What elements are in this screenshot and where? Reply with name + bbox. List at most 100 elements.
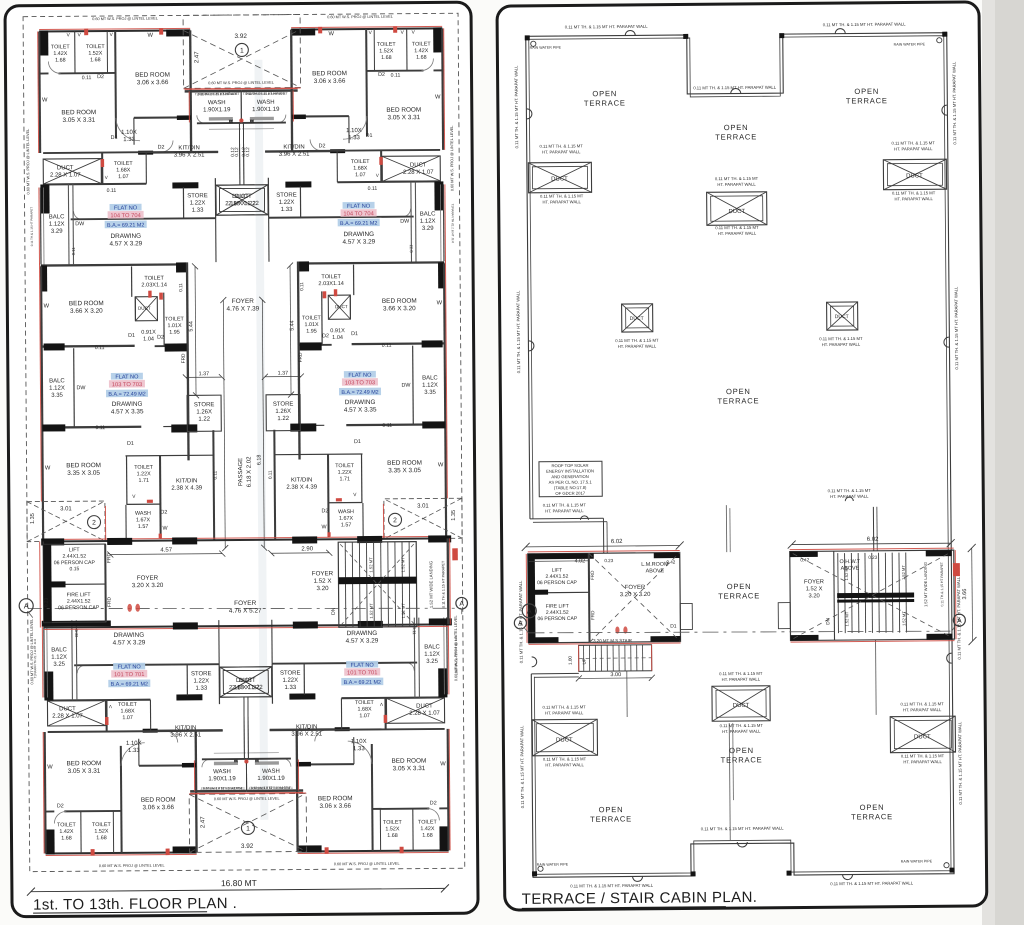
svg-text:0.23: 0.23 (44, 597, 50, 607)
svg-text:W: W (322, 524, 328, 530)
svg-text:FRD: FRD (590, 570, 595, 580)
svg-text:DRAWING: DRAWING (114, 632, 145, 639)
svg-text:0.11 MT TH. & 1.15 MT HT. PARA: 0.11 MT TH. & 1.15 MT HT. PARAPAT WALL (693, 85, 776, 91)
svg-text:0.11 MT TH. & 1.15 MT: 0.11 MT TH. & 1.15 MT (543, 502, 587, 507)
svg-text:1.57: 1.57 (341, 522, 352, 528)
svg-text:1.26X: 1.26X (196, 409, 212, 415)
svg-text:0.11: 0.11 (382, 423, 392, 429)
svg-text:2.28 X 1.07: 2.28 X 1.07 (50, 172, 81, 178)
svg-text:DUCT: DUCT (236, 678, 253, 684)
svg-text:1.10X: 1.10X (346, 128, 362, 134)
svg-text:FLAT NO: FLAT NO (347, 204, 371, 210)
svg-text:A: A (24, 601, 29, 610)
svg-text:ROOF TOP SOLAR: ROOF TOP SOLAR (551, 463, 588, 468)
svg-text:3.29: 3.29 (422, 226, 434, 232)
svg-text:W: W (438, 462, 444, 468)
svg-text:2.03X1.14: 2.03X1.14 (141, 282, 167, 288)
svg-text:1: 1 (246, 826, 250, 833)
svg-text:5.44: 5.44 (289, 320, 295, 331)
svg-text:KIT/DIN: KIT/DIN (178, 145, 199, 151)
svg-text:TERRACE: TERRACE (851, 812, 893, 821)
svg-text:TOILET: TOILET (383, 820, 403, 826)
svg-text:HT. PARAPAT WALL: HT. PARAPAT WALL (722, 729, 761, 734)
svg-text:B.A.= 69.21 M2: B.A.= 69.21 M2 (107, 223, 144, 229)
svg-text:0.12: 0.12 (234, 147, 240, 157)
svg-text:0.11: 0.11 (95, 425, 105, 431)
svg-text:0.91X: 0.91X (330, 328, 345, 334)
svg-text:DN: DN (331, 607, 337, 615)
svg-text:WASH: WASH (262, 769, 280, 775)
svg-text:A: A (527, 607, 532, 616)
svg-text:D2: D2 (319, 143, 326, 149)
svg-text:OF GDCR 2017: OF GDCR 2017 (555, 491, 586, 496)
svg-text:0.11: 0.11 (368, 186, 378, 192)
svg-text:6.02: 6.02 (611, 539, 623, 545)
svg-text:1.22X: 1.22X (137, 471, 152, 477)
svg-text:3.01: 3.01 (60, 506, 72, 512)
svg-text:2.28 X 1.07: 2.28 X 1.07 (403, 170, 434, 176)
svg-text:1.42X: 1.42X (53, 51, 68, 57)
svg-text:4.57 X 3.29: 4.57 X 3.29 (109, 240, 142, 247)
svg-text:FRD: FRD (298, 352, 304, 362)
svg-text:WASH: WASH (213, 769, 231, 775)
svg-text:BALC: BALC (424, 644, 440, 650)
svg-text:1.52 MT: 1.52 MT (368, 557, 373, 573)
svg-text:0.11 MT TH. & 1.15 MT: 0.11 MT TH. & 1.15 MT (719, 671, 763, 676)
svg-text:0.11 MT TH. & 1.15 MT HT. PARA: 0.11 MT TH. & 1.15 MT HT. PARAPAT WALL (957, 721, 963, 804)
svg-text:0.60 MT W.S. PROJ @ LINTEL LEV: 0.60 MT W.S. PROJ @ LINTEL LEVEL (208, 81, 274, 86)
svg-text:OPEN: OPEN (592, 89, 617, 98)
svg-text:1.22X: 1.22X (338, 470, 353, 476)
svg-text:PASSAGE: PASSAGE (238, 458, 244, 486)
svg-text:FLAT NO: FLAT NO (348, 373, 372, 379)
svg-text:4.57 X 3.29: 4.57 X 3.29 (346, 637, 379, 644)
svg-text:0.60 MT W.S. PROJ @ LINTEL LEV: 0.60 MT W.S. PROJ @ LINTEL LEVEL (327, 15, 393, 20)
svg-text:1.12X: 1.12X (49, 386, 65, 392)
svg-text:HT. PARAPAT WALL: HT. PARAPAT WALL (894, 146, 933, 151)
svg-text:DRAWING: DRAWING (347, 630, 378, 637)
svg-text:1.07: 1.07 (122, 715, 133, 721)
svg-text:W: W (440, 761, 446, 767)
svg-text:1.12X: 1.12X (49, 222, 65, 228)
svg-text:B.A.= 69.21 M2: B.A.= 69.21 M2 (340, 221, 377, 227)
svg-text:1.12X: 1.12X (424, 652, 440, 658)
svg-text:W: W (45, 465, 51, 471)
svg-text:HT. PARAPAT WALL: HT. PARAPAT WALL (542, 199, 581, 204)
svg-text:D2: D2 (378, 72, 385, 78)
svg-text:DUCT: DUCT (59, 706, 76, 712)
svg-text:D2: D2 (322, 333, 329, 339)
svg-text:0.11 MT TH. & 1.15 MT HT. PARA: 0.11 MT TH. & 1.15 MT HT. PARAPAT WALL (701, 826, 784, 832)
svg-text:TOILET: TOILET (144, 276, 164, 282)
svg-text:06 PERSON CAP: 06 PERSON CAP (54, 560, 96, 566)
svg-text:3.92: 3.92 (241, 843, 254, 850)
svg-text:DN: DN (825, 617, 831, 625)
svg-text:0.11 MT TH. & 1.15 MT HT. PARA: 0.11 MT TH. & 1.15 MT HT. PARAPAT WALL (513, 65, 519, 148)
svg-text:0.11 MT TH. & 1.15 MT: 0.11 MT TH. & 1.15 MT (543, 756, 587, 761)
svg-text:TOILET: TOILET (351, 159, 371, 165)
svg-text:3.35: 3.35 (51, 393, 63, 399)
svg-text:TERRACE: TERRACE (846, 96, 888, 105)
svg-text:TOILET: TOILET (51, 44, 71, 50)
svg-text:B.A.= 69.21 M2: B.A.= 69.21 M2 (111, 682, 148, 688)
svg-text:0.23: 0.23 (604, 558, 613, 563)
svg-text:3.35 X 3.05: 3.35 X 3.05 (388, 467, 421, 474)
svg-text:1.33: 1.33 (284, 685, 296, 691)
svg-text:3.96 X 2.51: 3.96 X 2.51 (291, 732, 322, 738)
svg-text:6.18 X 2.02: 6.18 X 2.02 (247, 456, 253, 487)
svg-text:0.11 TH.& 1.15 HT PARAPET: 0.11 TH.& 1.15 HT PARAPET (30, 207, 34, 246)
svg-text:DUCT: DUCT (733, 703, 750, 709)
svg-text:0.11 TH.& 1.15 HT PARAPET: 0.11 TH.& 1.15 HT PARAPET (940, 562, 944, 606)
svg-text:2.28 X 1.07: 2.28 X 1.07 (409, 711, 440, 717)
svg-text:B.A.= 72.49 M2: B.A.= 72.49 M2 (108, 392, 145, 398)
svg-text:1.33: 1.33 (128, 748, 140, 754)
svg-text:2.90: 2.90 (301, 546, 313, 552)
svg-text:HT. PARAPAT WALL: HT. PARAPAT WALL (903, 707, 942, 712)
svg-text:2.18 X 1.22: 2.18 X 1.22 (232, 685, 263, 691)
svg-text:0.11 MT TH. & 1.15 MT HT. PARA: 0.11 MT TH. & 1.15 MT HT. PARAPAT WALL (518, 580, 524, 663)
svg-text:V: V (105, 175, 109, 180)
svg-text:6.02: 6.02 (867, 537, 879, 543)
svg-text:1.52 MT WIDE LANDING: 1.52 MT WIDE LANDING (428, 561, 433, 608)
svg-text:V: V (412, 30, 416, 36)
svg-text:0.11: 0.11 (107, 188, 117, 194)
svg-text:W: W (435, 94, 441, 100)
svg-text:0.11: 0.11 (95, 345, 105, 351)
